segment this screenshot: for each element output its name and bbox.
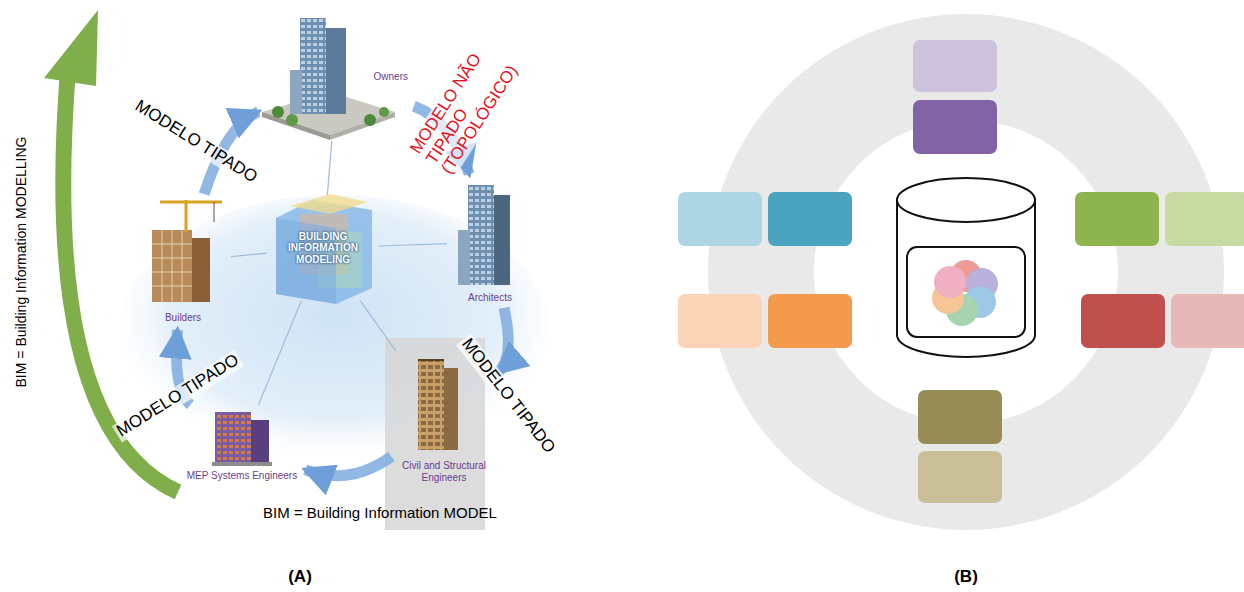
stakeholder-node: MEP Systems Engineers	[183, 406, 302, 484]
stakeholder-node: Owners	[262, 14, 412, 140]
center-node: BUILDING INFORMATION MODELING	[268, 196, 378, 300]
logo	[932, 260, 998, 326]
mep-building	[212, 412, 272, 466]
highlight-box	[385, 338, 485, 530]
bim-cube	[276, 194, 372, 304]
builders-building	[152, 200, 222, 302]
stakeholder-node: Builders	[136, 196, 230, 326]
panel-letter: (A)	[288, 568, 312, 587]
bim-caption: BIM = Building Information MODEL	[263, 505, 497, 522]
link-line	[231, 253, 267, 256]
center-title: BUILDING INFORMATION MODELING	[275, 231, 371, 266]
civil-building	[418, 360, 458, 450]
flow-arrow	[498, 308, 508, 372]
stakeholder-label: Civil and Structural Engineers	[397, 460, 491, 483]
link-line	[360, 301, 396, 351]
stakeholder-label: Architects	[468, 292, 512, 304]
architects-building	[458, 185, 510, 285]
link-line	[327, 141, 331, 195]
model-label: MODELO TIPADO	[130, 96, 262, 188]
stakeholder-label: Builders	[165, 312, 201, 324]
ring-diagram	[678, 14, 1244, 530]
stakeholder-label: Owners	[374, 71, 408, 83]
bim-caption: BIM = Building Information MODELLING	[14, 137, 29, 388]
link-line	[379, 244, 447, 246]
stakeholder-node: Architects	[448, 178, 532, 306]
stakeholder-label: MEP Systems Engineers	[187, 470, 297, 482]
link-line	[258, 301, 301, 405]
panel-letter: (B)	[954, 568, 978, 587]
flow-arrow	[305, 456, 391, 475]
green-arrowhead	[44, 10, 98, 86]
database-cylinder	[897, 178, 1035, 357]
